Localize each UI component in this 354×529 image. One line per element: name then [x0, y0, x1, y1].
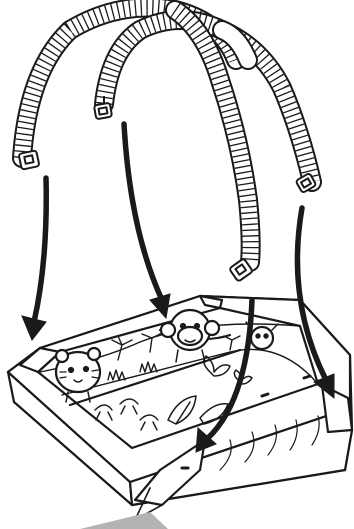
clip-left — [18, 149, 40, 171]
corner-sleeve-back-left — [18, 346, 62, 374]
monkey-figure — [159, 308, 221, 363]
arrow-2 — [121, 121, 171, 320]
frog-figures — [94, 398, 159, 431]
corner-sleeve-right — [320, 383, 354, 434]
insertion-arrows — [21, 121, 335, 453]
corner-sleeve-front — [133, 438, 207, 507]
floor-shadow — [80, 512, 168, 529]
tiger-figure — [54, 346, 102, 403]
leaf-decor — [167, 395, 229, 425]
corner-sleeve-back-right — [198, 294, 224, 310]
play-mat — [6, 294, 354, 521]
clip-center — [229, 258, 253, 282]
attachment-clips — [18, 96, 317, 282]
arrow-3 — [195, 297, 255, 453]
mat-inner-seam-2 — [61, 348, 319, 396]
arrow-1 — [21, 175, 49, 341]
arch-center — [165, 0, 261, 272]
arrow-4 — [294, 205, 335, 400]
grass-sprigs — [107, 332, 241, 381]
mat-divider-1 — [68, 348, 242, 407]
arch-end-small — [212, 20, 258, 70]
clip-right — [295, 173, 317, 193]
clip-center-left — [93, 96, 113, 120]
arches — [12, 0, 322, 272]
